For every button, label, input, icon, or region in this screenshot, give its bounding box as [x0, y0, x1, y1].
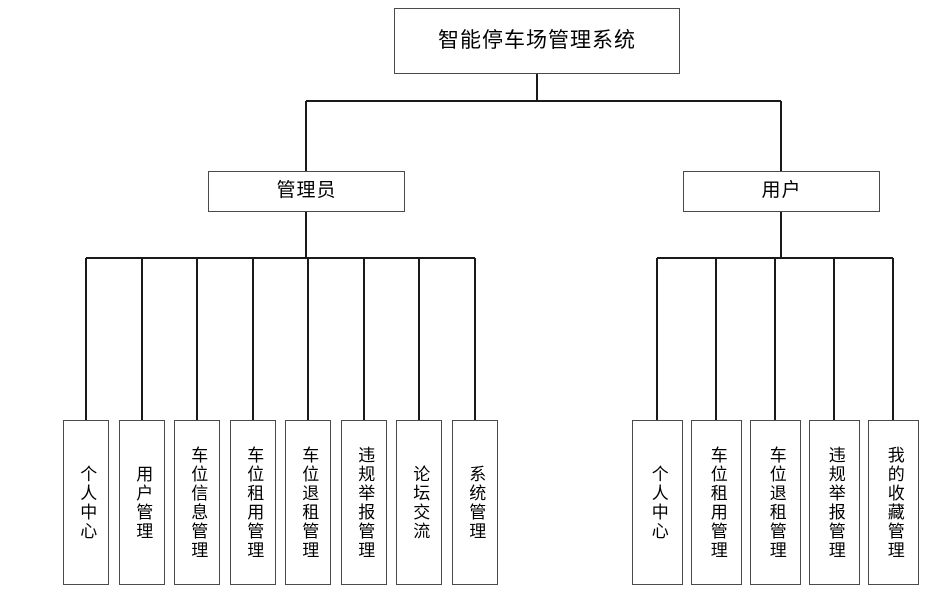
branch-node-user-label: 用户 [761, 180, 802, 202]
leaf-user-violation-report-management[interactable]: 违规举报管理 [809, 420, 860, 585]
leaf-user-violation-report-management-label: 违规举报管理 [825, 445, 845, 560]
leaf-admin-space-return-management-label: 车位退租管理 [299, 445, 319, 560]
leaf-admin-violation-report-management[interactable]: 违规举报管理 [341, 420, 387, 585]
leaf-user-favorites-management[interactable]: 我的收藏管理 [868, 420, 919, 585]
root-node[interactable]: 智能停车场管理系统 [394, 8, 680, 74]
root-node-label: 智能停车场管理系统 [438, 28, 636, 52]
leaf-admin-forum-exchange-label: 论坛交流 [410, 464, 430, 541]
leaf-user-favorites-management-label: 我的收藏管理 [884, 445, 904, 560]
leaf-admin-system-management[interactable]: 系统管理 [452, 420, 498, 585]
branch-node-admin[interactable]: 管理员 [208, 171, 405, 212]
leaf-user-space-return-management-label: 车位退租管理 [766, 445, 786, 560]
leaf-user-space-rental-management-label: 车位租用管理 [707, 445, 727, 560]
leaf-admin-user-management[interactable]: 用户管理 [119, 420, 165, 585]
branch-node-user[interactable]: 用户 [683, 171, 880, 212]
leaf-user-personal-center-label: 个人中心 [648, 464, 668, 541]
leaf-admin-user-management-label: 用户管理 [133, 464, 153, 541]
leaf-admin-personal-center-label: 个人中心 [77, 464, 97, 541]
leaf-admin-system-management-label: 系统管理 [466, 464, 486, 541]
leaf-admin-space-return-management[interactable]: 车位退租管理 [285, 420, 331, 585]
leaf-admin-space-rental-management[interactable]: 车位租用管理 [230, 420, 276, 585]
leaf-admin-violation-report-management-label: 违规举报管理 [355, 445, 375, 560]
leaf-admin-space-rental-management-label: 车位租用管理 [244, 445, 264, 560]
leaf-admin-space-info-management-label: 车位信息管理 [188, 445, 208, 560]
branch-node-admin-label: 管理员 [276, 180, 337, 202]
leaf-admin-space-info-management[interactable]: 车位信息管理 [174, 420, 220, 585]
leaf-admin-forum-exchange[interactable]: 论坛交流 [396, 420, 442, 585]
leaf-admin-personal-center[interactable]: 个人中心 [63, 420, 109, 585]
leaf-user-space-return-management[interactable]: 车位退租管理 [750, 420, 801, 585]
leaf-user-space-rental-management[interactable]: 车位租用管理 [691, 420, 742, 585]
leaf-user-personal-center[interactable]: 个人中心 [632, 420, 683, 585]
